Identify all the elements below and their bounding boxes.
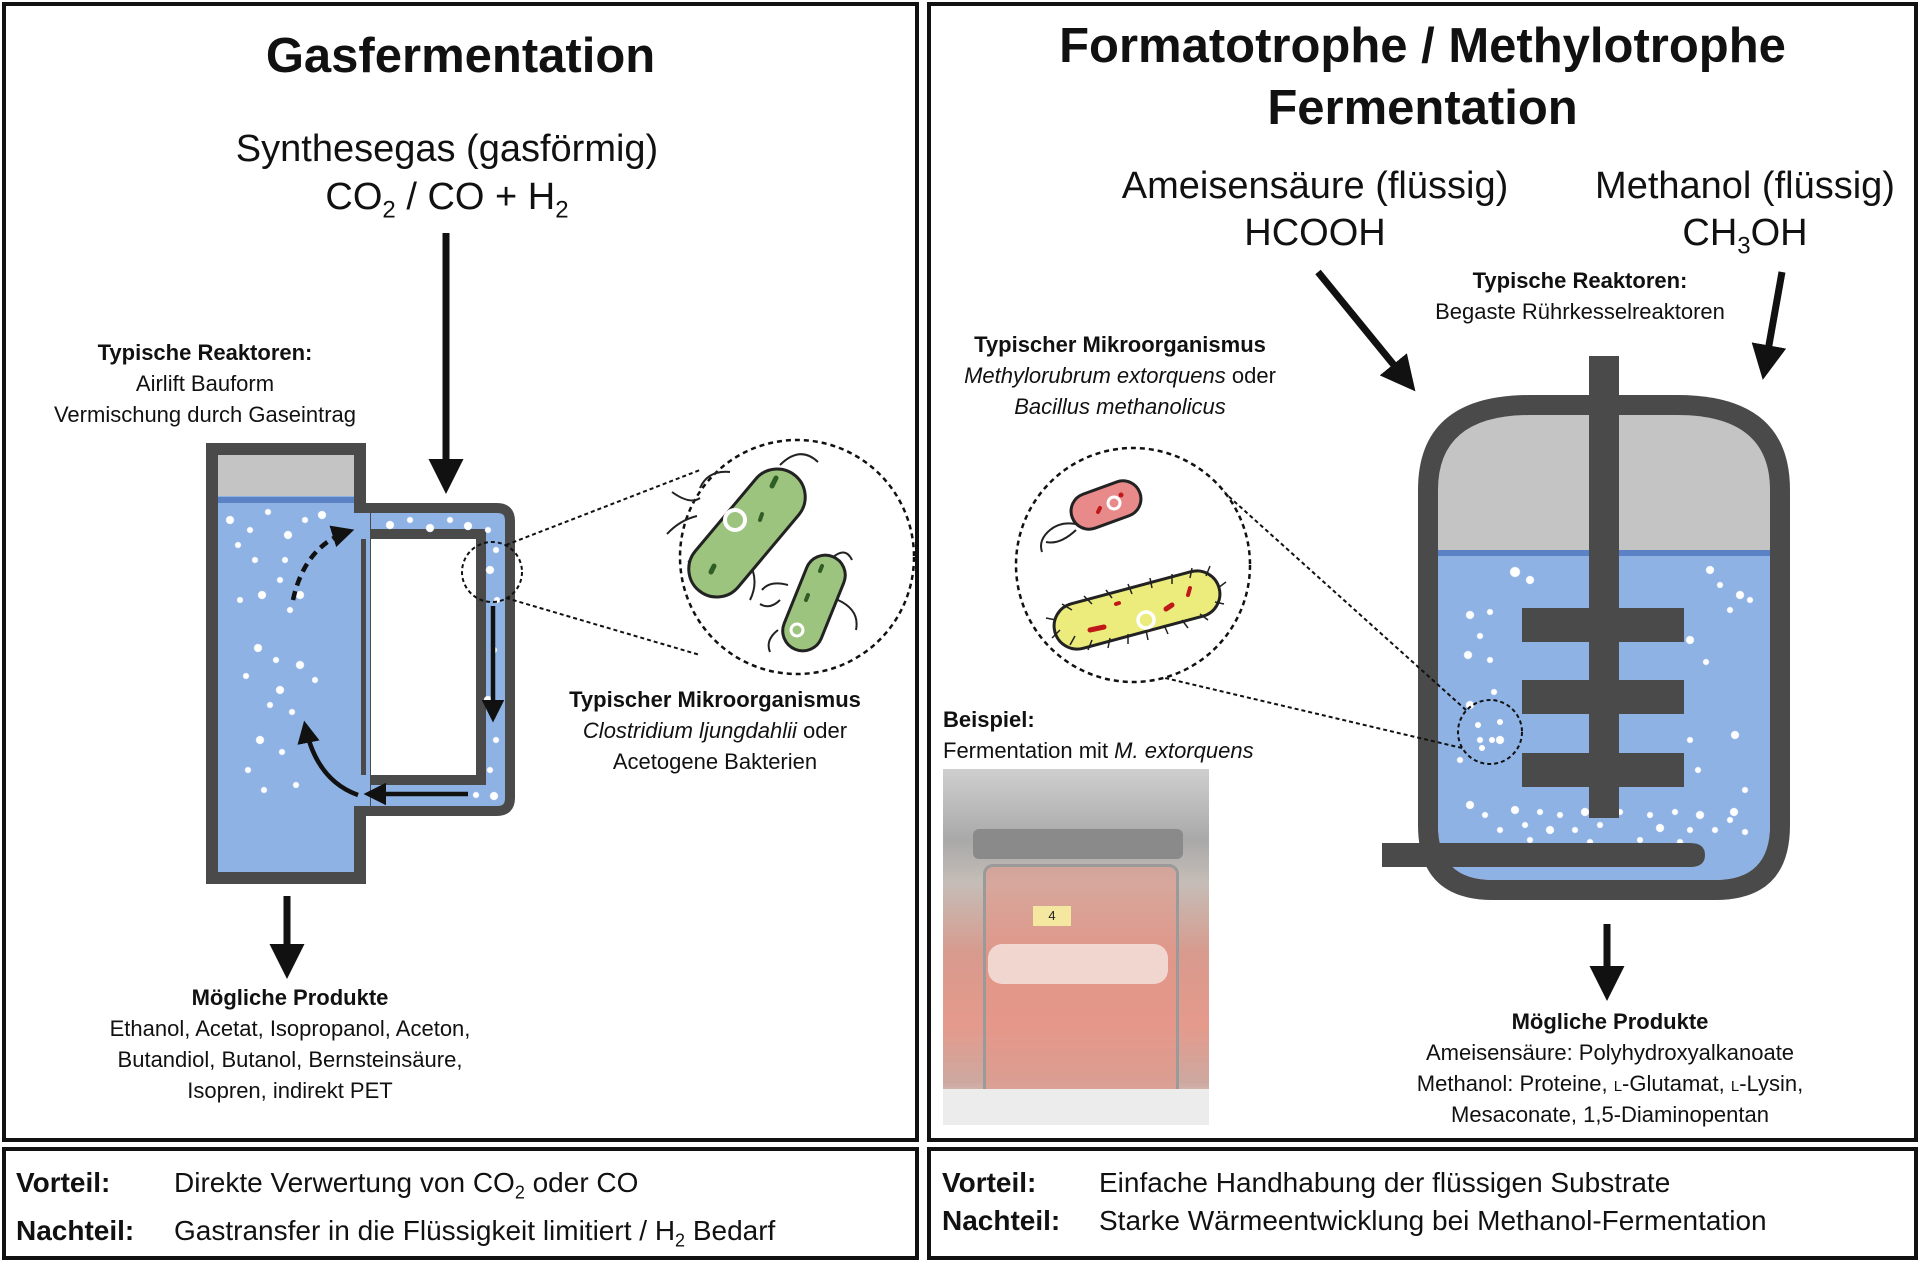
formic-acid-label: Ameisensäure (flüssig) [1121,165,1509,207]
methanol-formula: CH3OH [1682,212,1808,260]
left-reactor-line2: Vermischung durch Gaseintrag [53,402,357,427]
left-products-line1: Ethanol, Acetat, Isopropanol, Aceton, [109,1016,471,1041]
right-title-line2: Fermentation [1267,81,1578,135]
right-footer-panel [927,1147,1918,1260]
right-products-heading: Mögliche Produkte [1511,1009,1709,1034]
right-disadvantage-row: Nachteil: Starke Wärmeentwicklung bei Met… [942,1202,1912,1240]
right-micro-line2: Bacillus methanolicus [1014,394,1226,419]
syngas-label: Synthesegas (gasförmig) [235,128,659,170]
left-advantage-text: Direkte Verwertung von CO2 oder CO [174,1167,639,1203]
right-magnifier [1014,446,1523,765]
left-footer: Vorteil: Direkte Verwertung von CO2 oder … [16,1164,911,1259]
photo-vessel-label: 4 [1033,906,1071,926]
bacillus-bacterium [1045,565,1227,651]
right-micro-line1: Methylorubrum extorquens oder [964,363,1276,388]
photo-base [943,1089,1209,1125]
formic-acid-formula: HCOOH [1244,212,1386,254]
left-magnifier [461,438,916,676]
methanol-feed-arrow [1751,271,1787,380]
right-disadvantage-label: Nachteil: [942,1205,1061,1236]
right-products-line1: Ameisensäure: Polyhydroxyalkanoate [1425,1040,1795,1065]
photo-vessel-lid [973,829,1183,859]
right-products-line3: Mesaconate, 1,5-Diaminopentan [1451,1102,1769,1127]
right-disadvantage-text: Starke Wärmeentwicklung bei Methanol-Fer… [1099,1205,1767,1236]
acetogen-bacterium [759,551,858,653]
left-disadvantage-text: Gastransfer in die Flüssigkeit limitiert… [174,1214,776,1251]
left-micro-line1: Clostridium ljungdahlii oder [582,718,848,743]
example-heading: Beispiel: [943,707,1035,732]
stirred-tank-reactor [1382,356,1790,900]
left-disadvantage-row: Nachteil: Gastransfer in die Flüssigkeit … [16,1212,911,1260]
left-products-line3: Isopren, indirekt PET [187,1078,393,1103]
formic-acid-feed-arrow [1315,269,1416,392]
bioreactor-photo: 4 [943,769,1209,1125]
photo-foam [988,944,1168,984]
left-advantage-row: Vorteil: Direkte Verwertung von CO2 oder … [16,1164,911,1212]
left-products-heading: Mögliche Produkte [191,985,389,1010]
left-products-line2: Butandiol, Butanol, Bernsteinsäure, [117,1047,463,1072]
right-advantage-label: Vorteil: [942,1167,1037,1198]
airlift-reactor [206,443,515,884]
syngas-formula: CO2 / CO + H2 [325,176,569,224]
methanol-label: Methanol (flüssig) [1595,165,1895,207]
right-advantage-text: Einfache Handhabung der flüssigen Substr… [1099,1167,1671,1198]
left-advantage-label: Vorteil: [16,1167,111,1198]
example-text: Fermentation mit M. extorquens [943,738,1254,763]
right-micro-heading: Typischer Mikroorganismus [974,332,1266,357]
left-title: Gasfermentation [265,29,656,83]
left-footer-panel [2,1147,919,1260]
left-micro-line2: Acetogene Bakterien [612,749,818,774]
methylorubrum-bacterium [1040,479,1143,553]
right-advantage-row: Vorteil: Einfache Handhabung der flüssige… [942,1164,1912,1202]
right-title-line1: Formatotrophe / Methylotrophe [1059,19,1786,73]
left-reactor-line1: Airlift Bauform [135,371,275,396]
left-micro-heading: Typischer Mikroorganismus [569,687,861,712]
right-footer: Vorteil: Einfache Handhabung der flüssige… [942,1164,1912,1240]
clostridium-bacterium [666,453,819,601]
left-disadvantage-label: Nachteil: [16,1214,135,1246]
right-reactor-heading: Typische Reaktoren: [1472,268,1688,293]
right-products-line2: Methanol: Proteine, l-Glutamat, l-Lysin, [1416,1071,1804,1096]
right-reactor-line1: Begaste Rührkesselreaktoren [1435,299,1725,324]
left-reactor-heading: Typische Reaktoren: [97,340,313,365]
